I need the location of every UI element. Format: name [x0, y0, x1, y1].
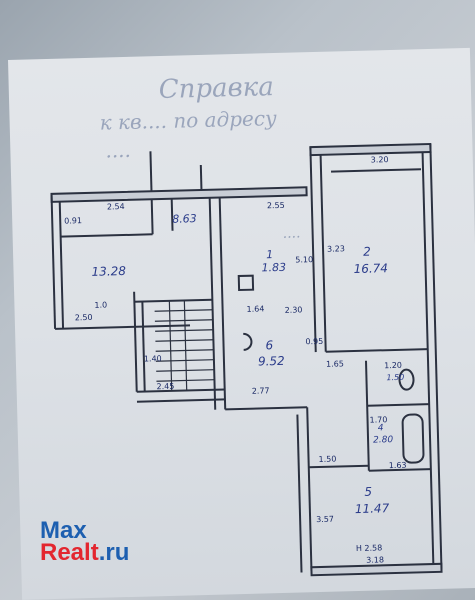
- handwritten-line-2: ....: [105, 138, 131, 163]
- right-left-inner: [319, 154, 327, 352]
- stair-top: [134, 298, 213, 303]
- hall-top: [225, 406, 308, 411]
- dim-kitchen-width: 2.54: [107, 202, 125, 211]
- stairs: [154, 300, 215, 391]
- left-wall: [50, 193, 57, 329]
- handwritten-title: Справка: [158, 72, 274, 105]
- right-balcony-line: [331, 168, 422, 173]
- dim-stair-1: 1.40: [144, 354, 162, 363]
- room-area-bedroom: 16.74: [353, 261, 388, 276]
- hall-right-inner: [296, 414, 303, 573]
- toilet: [398, 368, 415, 391]
- dim-bedroom-width: 3.20: [371, 155, 389, 164]
- dim-vertical-1: 5.10: [295, 255, 313, 264]
- dim-living-width: 2.50: [75, 313, 93, 322]
- floor-plan-sheet: Справка к кв.... по адресу .... ....: [8, 47, 475, 600]
- dim-vertical-2: 3.23: [327, 244, 345, 253]
- dim-room5-1: 1.50: [318, 455, 336, 464]
- handwritten-line-3: ....: [282, 225, 300, 241]
- dim-room5-3: 3.57: [316, 515, 334, 524]
- dim-room5-4: 3.18: [366, 555, 384, 564]
- dim-bath-2: 1.70: [369, 415, 387, 424]
- room-area-kitchen: 8.63: [172, 212, 197, 226]
- floor-plan-drawing: Справка к кв.... по адресу .... ....: [50, 72, 443, 577]
- dim-hall-1: 1.64: [246, 304, 264, 313]
- room-area-wc: 1.50: [386, 373, 404, 382]
- dim-window: 1.0: [94, 300, 107, 309]
- door-arc: [243, 332, 253, 351]
- kitchen-right: [150, 199, 154, 235]
- bath-left: [364, 360, 370, 471]
- center-wall-2: [218, 197, 227, 410]
- dim-corridor-width: 2.55: [267, 201, 285, 210]
- dim-room5-2: 1.63: [389, 461, 407, 470]
- left-inner-wall: [58, 201, 65, 329]
- dim-hall-2: 2.30: [285, 305, 303, 314]
- watermark-realt-line: Realt.ru: [40, 539, 130, 566]
- watermark-logo: Max Realt.ru: [40, 517, 130, 566]
- vent-shaft: [237, 274, 255, 292]
- dim-left-small: 0.91: [64, 216, 82, 225]
- balcony-right: [199, 164, 203, 191]
- room-number-2: 2: [363, 245, 371, 259]
- dim-bath-1: 1.65: [326, 359, 344, 368]
- stair-inner: [141, 301, 146, 392]
- bottom-wall: [310, 562, 443, 577]
- room-number-6: 6: [265, 338, 273, 352]
- right-outer-wall: [429, 143, 443, 569]
- room-area-bath: 2.80: [373, 435, 394, 446]
- dim-small-1: 0.95: [305, 337, 323, 346]
- room-area-1: 1.83: [261, 261, 286, 275]
- stair-left: [133, 291, 138, 392]
- right-outer-inner: [421, 152, 435, 570]
- small-room-line: [308, 464, 369, 469]
- room-area-living: 13.28: [91, 264, 126, 279]
- dim-wc-1: 1.20: [384, 361, 402, 370]
- watermark-realt: Realt: [40, 539, 99, 566]
- bedroom-bottom: [325, 348, 428, 353]
- kitchen-bottom: [60, 233, 153, 238]
- watermark-ru: .ru: [98, 539, 130, 566]
- dim-stair-2: 2.45: [156, 382, 174, 391]
- right-left-wall: [309, 147, 317, 353]
- lower-left: [136, 388, 225, 393]
- hall-right: [306, 407, 313, 573]
- room-number-4: 4: [378, 423, 384, 433]
- room-area-hall: 9.52: [258, 354, 285, 369]
- dim-hall-length: 2.77: [252, 386, 270, 395]
- room-number-1: 1: [266, 248, 273, 261]
- walls: [50, 142, 443, 577]
- corridor-left: [170, 198, 174, 231]
- center-wall: [208, 197, 217, 410]
- lower-left-2: [136, 398, 225, 403]
- bathtub: [401, 413, 425, 464]
- right-top-wall: [309, 142, 432, 157]
- bath-bottom: [368, 468, 431, 472]
- handwritten-line-1: к кв.... по адресу: [99, 106, 277, 135]
- balcony-left: [149, 151, 153, 192]
- room-area-room5: 11.47: [355, 501, 390, 516]
- room-number-5: 5: [364, 485, 372, 499]
- wc-bottom: [367, 403, 430, 407]
- top-wall: [50, 186, 308, 203]
- ceiling-height: H 2.58: [356, 543, 383, 553]
- living-bottom-wall: [55, 324, 191, 330]
- watermark-max: Max: [40, 517, 87, 544]
